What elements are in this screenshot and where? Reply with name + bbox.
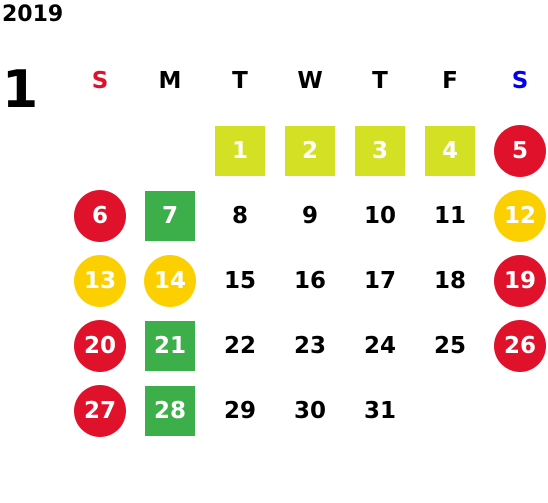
year-label: 2019 (2, 2, 64, 27)
day-cell[interactable]: 6 (65, 183, 135, 248)
day-number: 11 (433, 202, 466, 229)
day-cell[interactable]: 8 (205, 183, 275, 248)
day-cell[interactable]: 9 (275, 183, 345, 248)
weekday-label: S (91, 67, 109, 94)
highlight-square-badge: 28 (145, 385, 195, 436)
highlight-square-badge: 4 (425, 125, 475, 176)
weekday-label: M (158, 67, 182, 94)
day-cell[interactable]: 4 (415, 118, 485, 183)
day-cell[interactable]: 25 (415, 313, 485, 378)
day-cell[interactable]: 5 (485, 118, 548, 183)
holiday-circle-badge: 6 (74, 189, 126, 242)
weekday-header: W (275, 48, 345, 113)
day-cell[interactable]: 11 (415, 183, 485, 248)
day-number: 24 (363, 332, 396, 359)
day-cell[interactable]: 13 (65, 248, 135, 313)
holiday-circle-badge: 26 (494, 319, 546, 372)
day-cell[interactable]: 28 (135, 378, 205, 443)
day-cell[interactable]: 21 (135, 313, 205, 378)
holiday-circle-badge: 27 (74, 384, 126, 437)
month-number: 1 (2, 60, 39, 120)
weekday-header: T (345, 48, 415, 113)
day-cell[interactable]: 27 (65, 378, 135, 443)
day-cell[interactable]: 12 (485, 183, 548, 248)
holiday-circle-badge: 14 (144, 254, 196, 307)
day-number: 15 (223, 267, 256, 294)
day-number: 9 (301, 202, 318, 229)
weekday-label: T (372, 67, 388, 94)
weekday-header: S (485, 48, 548, 113)
weekday-header: F (415, 48, 485, 113)
day-cell[interactable]: 2 (275, 118, 345, 183)
day-number: 29 (223, 397, 256, 424)
day-cell[interactable]: 3 (345, 118, 415, 183)
weekday-label: W (297, 67, 323, 94)
day-cell[interactable]: 17 (345, 248, 415, 313)
day-number: 25 (433, 332, 466, 359)
holiday-circle-badge: 5 (494, 124, 546, 177)
day-number: 23 (293, 332, 326, 359)
day-cell[interactable]: 26 (485, 313, 548, 378)
day-number: 31 (363, 397, 396, 424)
day-cell[interactable]: 19 (485, 248, 548, 313)
day-cell[interactable]: 14 (135, 248, 205, 313)
holiday-circle-badge: 12 (494, 189, 546, 242)
highlight-square-badge: 7 (145, 190, 195, 241)
holiday-circle-badge: 19 (494, 254, 546, 307)
day-number: 17 (363, 267, 396, 294)
day-cell[interactable]: 22 (205, 313, 275, 378)
weekday-label: F (442, 67, 458, 94)
weekday-header: S (65, 48, 135, 113)
weekday-label: S (511, 67, 529, 94)
day-cell[interactable]: 30 (275, 378, 345, 443)
day-cell[interactable]: 10 (345, 183, 415, 248)
day-number: 18 (433, 267, 466, 294)
day-number: 22 (223, 332, 256, 359)
day-cell[interactable]: 29 (205, 378, 275, 443)
day-cell[interactable]: 15 (205, 248, 275, 313)
day-cell[interactable]: 18 (415, 248, 485, 313)
day-cell[interactable]: 31 (345, 378, 415, 443)
holiday-circle-badge: 13 (74, 254, 126, 307)
day-cell[interactable]: 1 (205, 118, 275, 183)
day-cell[interactable]: 20 (65, 313, 135, 378)
day-cell[interactable]: 24 (345, 313, 415, 378)
day-number: 8 (231, 202, 248, 229)
weekday-label: T (232, 67, 248, 94)
day-cell[interactable]: 16 (275, 248, 345, 313)
day-number: 10 (363, 202, 396, 229)
highlight-square-badge: 21 (145, 320, 195, 371)
weekday-header: T (205, 48, 275, 113)
highlight-square-badge: 1 (215, 125, 265, 176)
day-number: 30 (293, 397, 326, 424)
day-number: 16 (293, 267, 326, 294)
highlight-square-badge: 3 (355, 125, 405, 176)
holiday-circle-badge: 20 (74, 319, 126, 372)
highlight-square-badge: 2 (285, 125, 335, 176)
day-cell[interactable]: 23 (275, 313, 345, 378)
day-cell[interactable]: 7 (135, 183, 205, 248)
weekday-header: M (135, 48, 205, 113)
